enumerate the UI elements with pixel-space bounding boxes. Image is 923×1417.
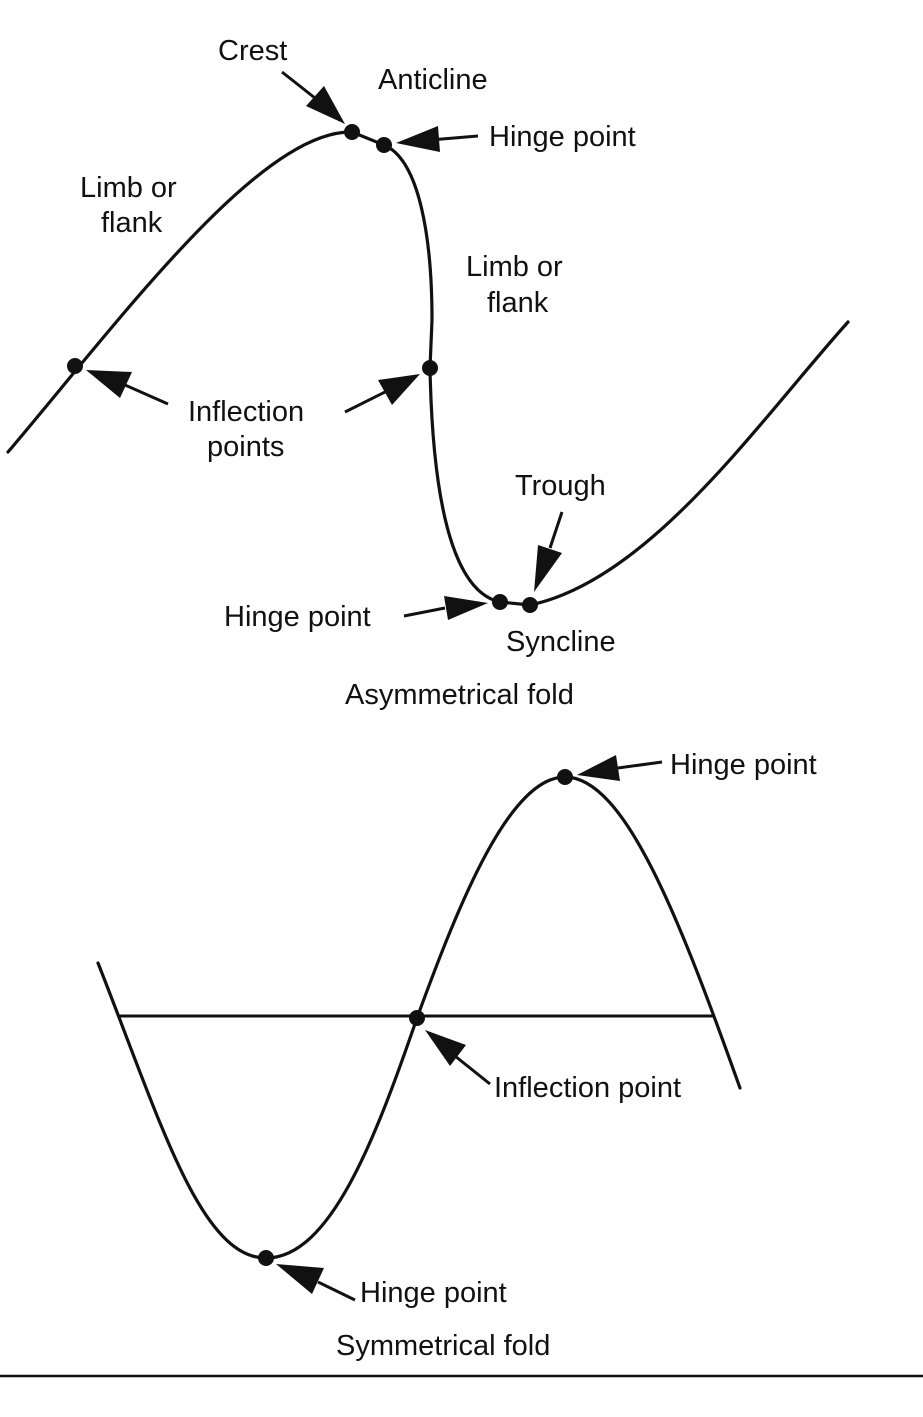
asymmetrical-caption: Asymmetrical fold: [345, 679, 574, 711]
crest-point: [344, 124, 360, 140]
syncline-label: Syncline: [506, 626, 616, 658]
limb-left-label-line2: flank: [101, 207, 163, 239]
crest-arrow: [281, 70, 345, 124]
inflection-left-arrow: [86, 370, 169, 406]
hinge-bottom-label: Hinge point: [224, 601, 371, 633]
asymmetrical-fold: Crest Anticline Hinge point Limb or flan…: [6, 35, 850, 711]
sym-hinge-top-label: Hinge point: [670, 749, 817, 781]
trough-label: Trough: [515, 470, 606, 502]
hinge-point-sym-bottom: [258, 1250, 274, 1266]
inflection-point-middle: [422, 360, 438, 376]
inflection-middle-arrow: [344, 374, 420, 414]
inflection-label-line1: Inflection: [188, 396, 304, 428]
hinge-point-sym-top: [557, 769, 573, 785]
crest-label: Crest: [218, 35, 287, 67]
sym-inflection-label: Inflection point: [494, 1072, 681, 1104]
symmetrical-caption: Symmetrical fold: [336, 1330, 550, 1362]
hinge-bottom-arrow: [403, 596, 488, 620]
inflection-point-left: [67, 358, 83, 374]
inflection-point-sym: [409, 1010, 425, 1026]
hinge-top-arrow: [396, 126, 479, 152]
sym-hinge-bottom-arrow: [276, 1264, 356, 1302]
trough-point: [522, 597, 538, 613]
trough-arrow: [534, 511, 564, 592]
hinge-top-label: Hinge point: [489, 121, 636, 153]
anticline-label: Anticline: [378, 64, 488, 96]
hinge-point-top: [376, 137, 392, 153]
symmetrical-fold: Hinge point Inflection point Hinge point…: [96, 749, 817, 1362]
limb-right-label-line1: Limb or: [466, 251, 563, 283]
sym-hinge-bottom-label: Hinge point: [360, 1277, 507, 1309]
sym-inflection-arrow: [425, 1030, 491, 1086]
limb-right-label-line2: flank: [487, 287, 549, 319]
inflection-label-line2: points: [207, 431, 284, 463]
hinge-point-bottom: [492, 594, 508, 610]
sym-hinge-top-arrow: [577, 755, 663, 781]
limb-left-label-line1: Limb or: [80, 172, 177, 204]
